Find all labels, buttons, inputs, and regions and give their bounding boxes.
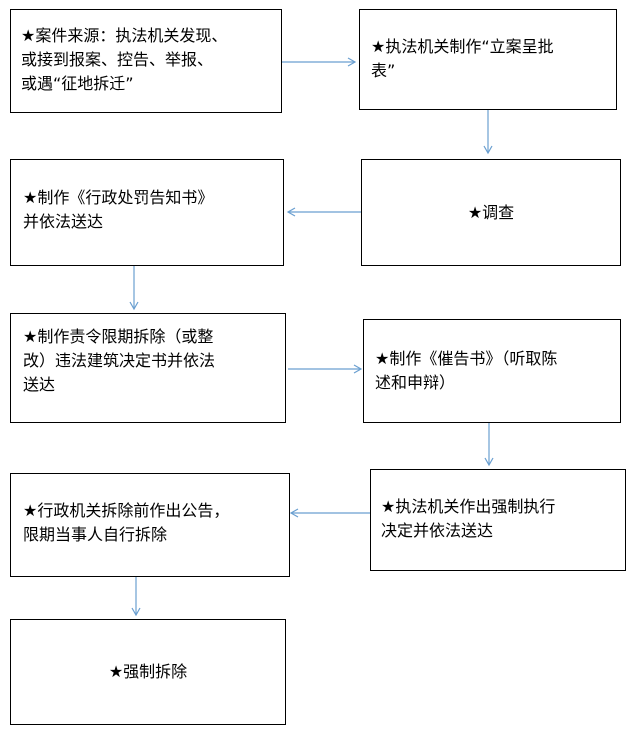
step-forced-demolition-line-1: ★强制拆除: [108, 662, 188, 681]
step-penalty-notice-line-1: ★制作《行政处罚告知书》: [23, 188, 214, 207]
step-penalty-notice: ★制作《行政处罚告知书》 并依法送达: [10, 159, 284, 266]
step-public-notice-line-2: 限期当事人自行拆除: [23, 525, 168, 544]
step-enforcement-decision: ★执法机关作出强制执行 决定并依法送达: [370, 469, 626, 571]
step-case-source-line-1: ★案件来源：执法机关发现、: [21, 26, 228, 45]
step-reminder-notice: ★制作《催告书》（听取陈 述和申辩）: [363, 319, 621, 423]
step-public-notice: ★行政机关拆除前作出公告， 限期当事人自行拆除: [10, 473, 290, 577]
step-reminder-notice-line-1: ★制作《催告书》（听取陈: [375, 349, 558, 368]
step-case-source: ★案件来源：执法机关发现、 或接到报案、控告、举报、 或遇“征地拆迁”: [10, 9, 282, 113]
step-investigation: ★调查: [361, 159, 621, 266]
step-filing-approval-form-line-2: 表”: [371, 61, 396, 80]
step-enforcement-decision-line-1: ★执法机关作出强制执行: [381, 497, 556, 516]
step-penalty-notice-line-2: 并依法送达: [23, 212, 104, 231]
step-demolition-order-line-2: 改）违法建筑决定书并依法: [23, 351, 216, 370]
step-public-notice-line-1: ★行政机关拆除前作出公告，: [23, 501, 230, 520]
step-filing-approval-form-line-1: ★执法机关制作“立案呈批: [371, 37, 554, 56]
step-demolition-order-line-3: 送达: [23, 375, 56, 394]
step-demolition-order-line-1: ★制作责令限期拆除（或整: [23, 327, 214, 346]
step-filing-approval-form: ★执法机关制作“立案呈批 表”: [359, 9, 617, 110]
step-investigation-line-1: ★调查: [467, 202, 515, 222]
step-case-source-line-3: 或遇“征地拆迁”: [21, 74, 134, 93]
step-forced-demolition: ★强制拆除: [10, 619, 286, 725]
step-reminder-notice-line-2: 述和申辩）: [375, 373, 456, 392]
step-demolition-order: ★制作责令限期拆除（或整 改）违法建筑决定书并依法 送达: [10, 313, 286, 423]
step-enforcement-decision-line-2: 决定并依法送达: [381, 521, 494, 540]
step-case-source-line-2: 或接到报案、控告、举报、: [21, 50, 214, 69]
